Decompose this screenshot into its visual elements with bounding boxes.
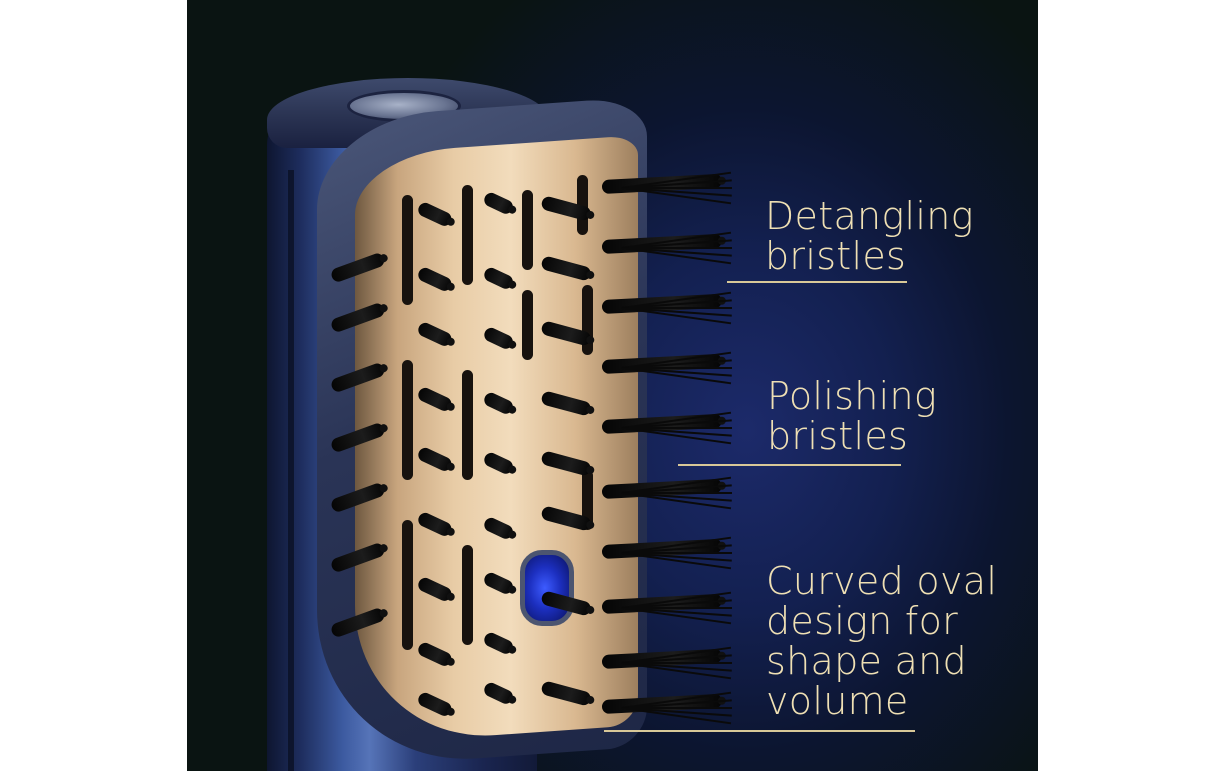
bristle-fiber [622, 247, 732, 249]
callout-line: Detangling [765, 194, 974, 238]
bristle-fiber [622, 552, 732, 554]
callout-polishing: Polishing bristles [767, 376, 937, 456]
bristle-fiber [622, 307, 732, 309]
bristle-fiber [622, 427, 732, 429]
callout-detangling: Detangling bristles [765, 196, 974, 276]
brush-barrel [355, 135, 638, 745]
bristle-fiber [622, 707, 732, 709]
callout-line: shape and [766, 639, 967, 683]
callout-rule-polishing [678, 464, 901, 466]
product-photo: Detangling bristles Polishing bristles C… [187, 0, 1038, 771]
callout-curved-oval: Curved oval design for shape and volume [766, 561, 997, 721]
callout-line: volume [766, 679, 909, 723]
air-vent [582, 285, 593, 355]
callout-line: Curved oval [766, 559, 998, 603]
bristle-fiber [622, 607, 732, 609]
callout-line: Polishing [767, 374, 937, 418]
air-vent [402, 195, 413, 305]
callout-rule-curved-oval [604, 730, 915, 732]
callout-rule-detangling [727, 281, 907, 283]
handle-seam [288, 170, 294, 771]
air-vent [582, 470, 593, 530]
air-vent [522, 290, 533, 360]
air-vent [402, 520, 413, 650]
bristle-fiber [622, 187, 732, 189]
indicator-window [520, 550, 574, 626]
air-vent [462, 185, 473, 285]
air-vent [402, 360, 413, 480]
air-vent [462, 545, 473, 645]
callout-line: design for [766, 599, 959, 643]
callout-line: bristles [767, 414, 909, 458]
air-vent [462, 370, 473, 480]
bristle-fiber [622, 662, 732, 664]
callout-line: bristles [765, 234, 907, 278]
bristle-fiber [622, 492, 732, 494]
air-vent [522, 190, 533, 270]
bristle-fiber [622, 367, 732, 369]
